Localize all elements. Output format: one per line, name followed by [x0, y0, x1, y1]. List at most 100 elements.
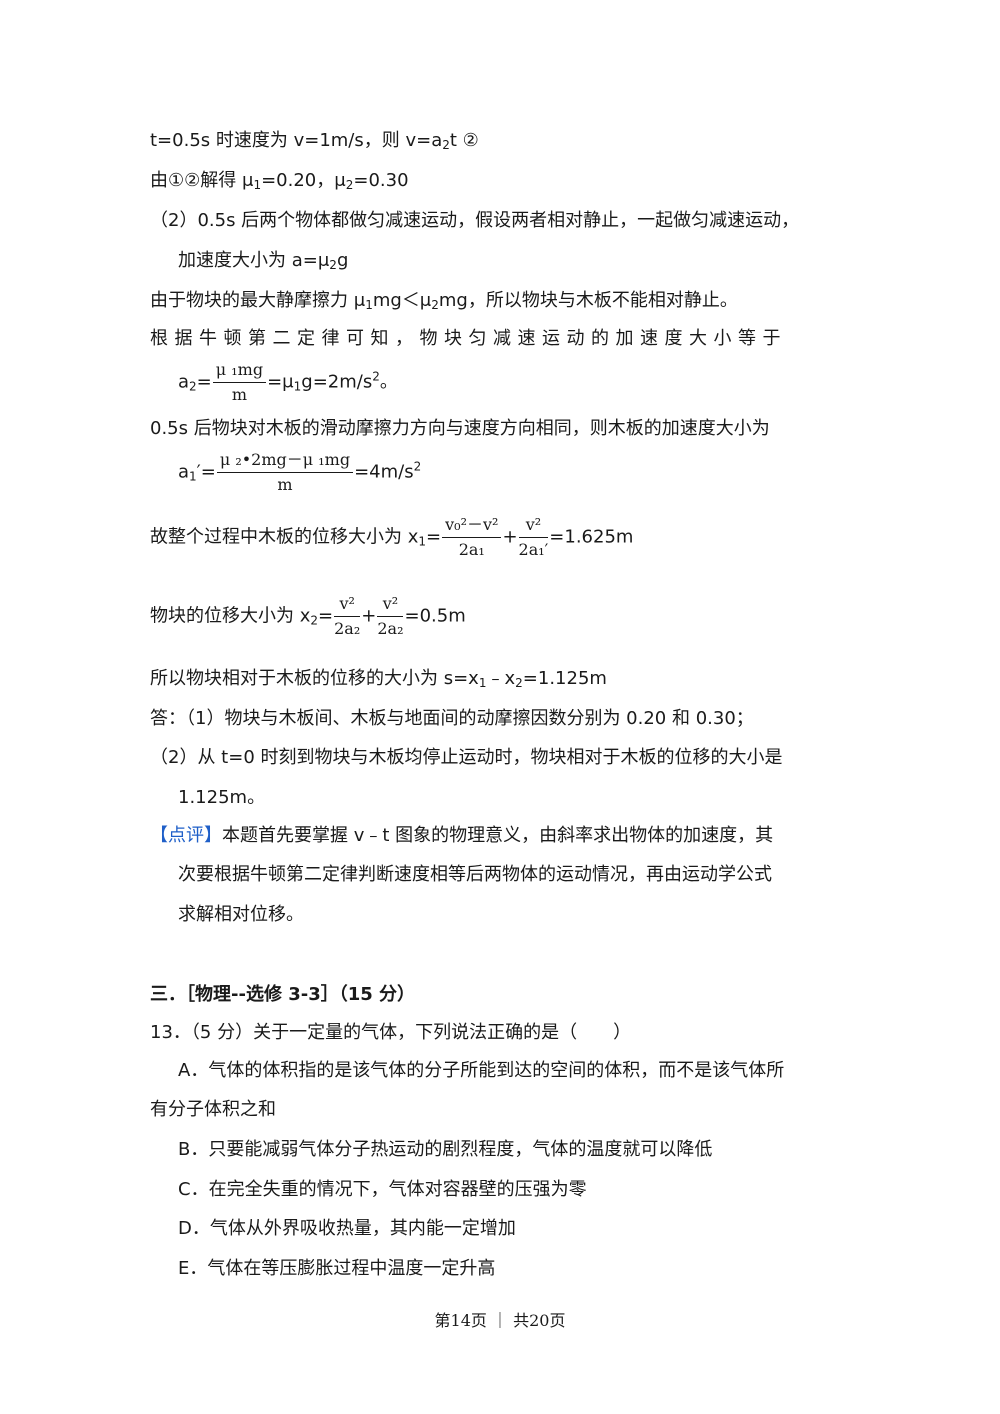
subscript: 1 [253, 178, 262, 192]
text: C．在完全失重的情况下，气体对容器壁的压强为零 [178, 1179, 587, 1200]
denominator: m [231, 385, 247, 404]
answer-part2-value: 1.125m。 [178, 785, 265, 811]
subscript: 2 [329, 258, 337, 272]
text: =1.125m [522, 668, 607, 689]
text: 由于物块的最大静摩擦力 μ [150, 290, 366, 311]
denominator: 2a₂ [377, 619, 404, 638]
text: 13．（5 分）关于一定量的气体，下列说法正确的是（ ） [150, 1022, 632, 1043]
option-b: B．只要能减弱气体分子热运动的剧烈程度，气体的温度就可以降低 [178, 1137, 712, 1163]
page-footer: 第14页 ｜ 共20页 [434, 1311, 566, 1330]
text: g [336, 250, 349, 271]
text: = [196, 371, 212, 393]
subscript: 2 [310, 613, 319, 628]
plus-sign: + [361, 605, 377, 627]
superscript: 2 [413, 459, 422, 474]
answer-part2: （2）从 t=0 时刻到物块与木板均停止运动时，物块相对于木板的位移的大小是 [150, 745, 782, 771]
text: 0.5s 后物块对木板的滑动摩擦力方向与速度方向相同，则木板的加速度大小为 [150, 418, 770, 439]
solution-part2-acceleration: 加速度大小为 a=μ2g [178, 248, 348, 274]
subscript: 1 [418, 534, 427, 549]
subscript: 1 [189, 469, 197, 484]
subscript: 1 [478, 676, 487, 690]
text: ′= [196, 461, 216, 483]
text: B．只要能减弱气体分子热运动的剧烈程度，气体的温度就可以降低 [178, 1139, 713, 1160]
fraction: v² 2a₂ [377, 594, 404, 639]
text: 本题首先要掌握 v﹣t 图象的物理意义，由斜率求出物体的加速度，其 [222, 825, 774, 846]
text: a [178, 371, 190, 393]
text: 答：（1）物块与木板间、木板与地面间的动摩擦因数分别为 0.20 和 0.30； [150, 708, 754, 729]
subscript: 2 [345, 178, 354, 192]
comment-line-1: 【点评】本题首先要掌握 v﹣t 图象的物理意义，由斜率求出物体的加速度，其 [150, 823, 773, 849]
option-a-line-2: 有分子体积之和 [150, 1097, 276, 1123]
text: g=2m/s [301, 371, 373, 393]
solution-board-friction: 0.5s 后物块对木板的滑动摩擦力方向与速度方向相同，则木板的加速度大小为 [150, 416, 770, 442]
solution-newton-law: 根据牛顿第二定律可知，物块匀减速运动的加速度大小等于 [150, 326, 787, 352]
text: =1.625m [549, 526, 634, 548]
numerator: v² [518, 515, 549, 538]
fraction: μ ₁mg m [212, 360, 267, 405]
subscript: 2 [431, 298, 439, 312]
comment-line-2: 次要根据牛顿第二定律判断速度相等后两物体的运动情况，再由运动学公式 [178, 862, 772, 888]
superscript: 2 [372, 369, 380, 384]
text: 次要根据牛顿第二定律判断速度相等后两物体的运动情况，再由运动学公式 [178, 864, 772, 885]
text: A．气体的体积指的是该气体的分子所能到达的空间的体积，而不是该气体所 [178, 1060, 785, 1081]
text: 。 [379, 371, 398, 393]
text: t=0.5s 时速度为 v=1m/s，则 v=a [150, 130, 443, 151]
text: E．气体在等压膨胀过程中温度一定升高 [178, 1258, 496, 1279]
numerator: v² [377, 594, 404, 617]
text: 物块的位移大小为 x [150, 605, 311, 627]
text: =4m/s [354, 461, 414, 483]
answer-part1: 答：（1）物块与木板间、木板与地面间的动摩擦因数分别为 0.20 和 0.30； [150, 706, 754, 732]
numerator: v₀²－v² [442, 515, 502, 538]
text: （2）0.5s 后两个物体都做匀减速运动，假设两者相对静止，一起做匀减速运动， [150, 210, 800, 231]
numerator: v² [334, 594, 361, 617]
fraction: v² 2a₂ [334, 594, 361, 639]
numerator: μ ₁mg [212, 360, 267, 383]
solution-static-friction: 由于物块的最大静摩擦力 μ1mg＜μ2mg，所以物块与木板不能相对静止。 [150, 288, 738, 314]
comment-tag: 【点评】 [150, 825, 222, 846]
fraction: v₀²－v² 2a₁ [442, 515, 502, 560]
text: mg＜μ [372, 290, 432, 311]
text: =0.30 [353, 170, 409, 191]
subscript: 2 [189, 379, 197, 394]
text: =0.5m [404, 605, 466, 627]
denominator: m [277, 475, 293, 494]
subscript: 1 [365, 298, 373, 312]
text: t ② [449, 130, 479, 151]
text: =0.20，μ [261, 170, 346, 191]
text: 根据牛顿第二定律可知，物块匀减速运动的加速度大小等于 [150, 328, 787, 349]
text: = [318, 605, 334, 627]
solution-line-coefficients: 由①②解得 μ1=0.20，μ2=0.30 [150, 168, 409, 194]
denominator: 2a₂ [334, 619, 361, 638]
denominator: 2a₁ [458, 540, 485, 559]
text: （2）从 t=0 时刻到物块与木板均停止运动时，物块相对于木板的位移的大小是 [150, 747, 783, 768]
fraction: v² 2a₁′ [518, 515, 549, 560]
text: a [178, 461, 190, 483]
plus-sign: + [502, 526, 518, 548]
text: 求解相对位移。 [178, 904, 304, 925]
option-d: D．气体从外界吸收热量，其内能一定增加 [178, 1216, 516, 1242]
option-c: C．在完全失重的情况下，气体对容器壁的压强为零 [178, 1177, 587, 1203]
section-heading: 三．［物理--选修 3-3］（15 分） [150, 982, 415, 1008]
solution-part2-intro: （2）0.5s 后两个物体都做匀减速运动，假设两者相对静止，一起做匀减速运动， [150, 208, 799, 234]
text: D．气体从外界吸收热量，其内能一定增加 [178, 1218, 516, 1239]
option-e: E．气体在等压膨胀过程中温度一定升高 [178, 1256, 495, 1282]
text: 1.125m。 [178, 787, 266, 808]
text: mg，所以物块与木板不能相对静止。 [438, 290, 738, 311]
comment-line-3: 求解相对位移。 [178, 902, 304, 928]
text: 加速度大小为 a=μ [178, 250, 330, 271]
option-a-line-1: A．气体的体积指的是该气体的分子所能到达的空间的体积，而不是该气体所 [178, 1058, 784, 1084]
denominator: 2a₁′ [518, 540, 549, 559]
question-13-stem: 13．（5 分）关于一定量的气体，下列说法正确的是（ ） [150, 1020, 631, 1046]
text: =μ [267, 371, 294, 393]
solution-relative-displacement: 所以物块相对于木板的位移的大小为 s=x1﹣x2=1.125m [150, 666, 607, 692]
solution-line-velocity: t=0.5s 时速度为 v=1m/s，则 v=a2t ② [150, 128, 479, 154]
text: 所以物块相对于木板的位移的大小为 s=x [150, 668, 479, 689]
text: 三．［物理--选修 3-3］（15 分） [150, 984, 416, 1005]
subscript: 1 [293, 379, 302, 394]
text: 故整个过程中木板的位移大小为 x [150, 526, 419, 548]
